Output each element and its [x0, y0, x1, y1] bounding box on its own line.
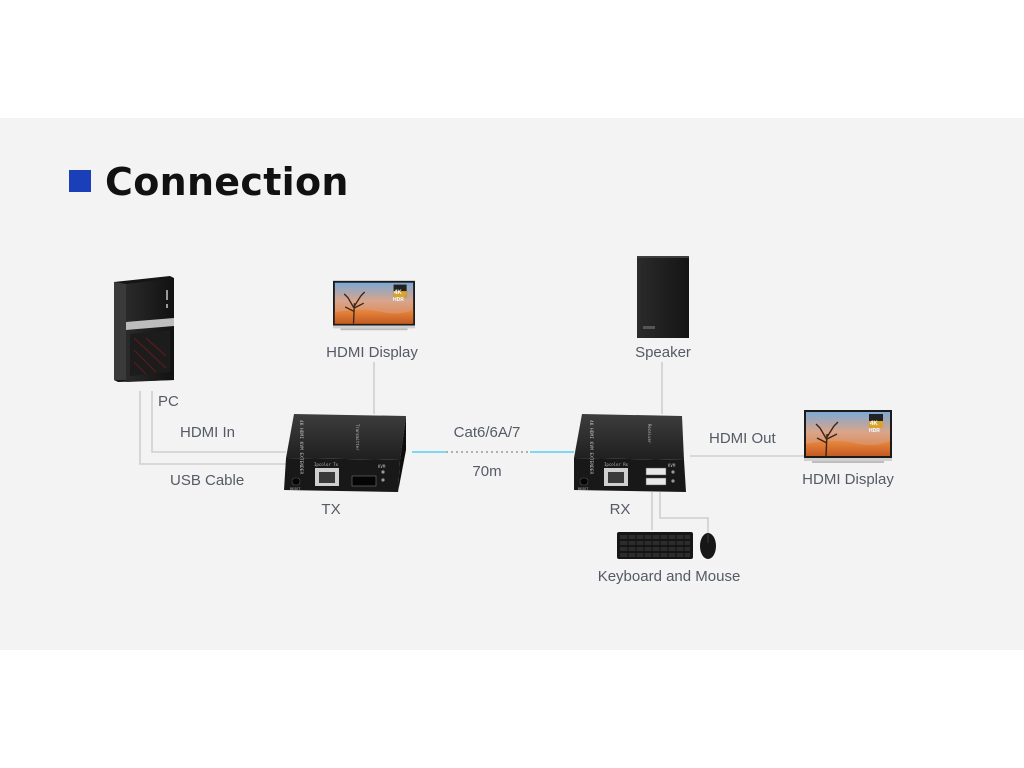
tx-port-label: Ipcolor Tx — [314, 462, 339, 467]
speaker-label: Speaker — [635, 344, 691, 361]
hdmi-in-label: HDMI In — [180, 424, 236, 441]
pc-label: PC — [158, 393, 179, 410]
tx-kvm-label: KVM — [378, 464, 386, 469]
pc-usb-cable — [139, 391, 286, 465]
cable-type-label: Cat6/6A/7 — [453, 424, 521, 441]
tx-side-label: 4K HDMI KVM EXTENDER — [298, 420, 304, 474]
tv-badge-hdr-rx: HDR — [869, 428, 880, 434]
distance-label: 70m — [472, 463, 502, 480]
keyboard-mouse-label: Keyboard and Mouse — [597, 568, 741, 585]
tv-badge-hdr-tx: HDR — [393, 297, 404, 303]
rx-side-label: 4K HDMI KVM EXTENDER — [588, 420, 594, 474]
rx-top-label: Receiver — [647, 424, 652, 444]
tx-hdmi-display-label: HDMI Display — [326, 344, 418, 361]
rx-reset-label: RESET — [578, 487, 589, 491]
rx-hdmi-display-icon — [804, 410, 892, 464]
tx-hdmi-display-icon — [333, 280, 415, 331]
rx-kvm-label: KVM — [668, 463, 676, 468]
background-panel — [0, 118, 1024, 650]
mouse-cable — [659, 492, 709, 534]
mouse-icon — [700, 533, 716, 559]
usb-cable-label: USB Cable — [170, 472, 245, 489]
rx-extender-device: 4K HDMI KVM EXTENDER Receiver Ipcolor Rx… — [574, 414, 686, 492]
tx-reset-label: RESET — [290, 487, 301, 491]
page-title: Connection — [105, 160, 349, 204]
tv-badge-4k-rx: 4K — [870, 421, 878, 427]
pc-hdmi-cable — [151, 391, 286, 453]
title-bullet-icon — [69, 170, 91, 192]
pc-tower-icon — [114, 276, 174, 382]
rx-port-label: Ipcolor Rx — [604, 462, 629, 467]
tx-extender-device: 4K HDMI KVM EXTENDER Transmitter Ipcolor… — [284, 414, 406, 492]
tx-top-label: Transmitter — [355, 424, 360, 451]
cables — [139, 362, 804, 534]
tv-badge-4k-tx: 4K — [394, 290, 402, 296]
speaker-icon — [637, 256, 689, 338]
hdmi-out-label: HDMI Out — [709, 430, 776, 447]
rx-hdmi-display-label: HDMI Display — [802, 471, 894, 488]
rx-label: RX — [609, 501, 631, 518]
tx-label: TX — [321, 501, 341, 518]
keyboard-icon — [617, 532, 693, 559]
